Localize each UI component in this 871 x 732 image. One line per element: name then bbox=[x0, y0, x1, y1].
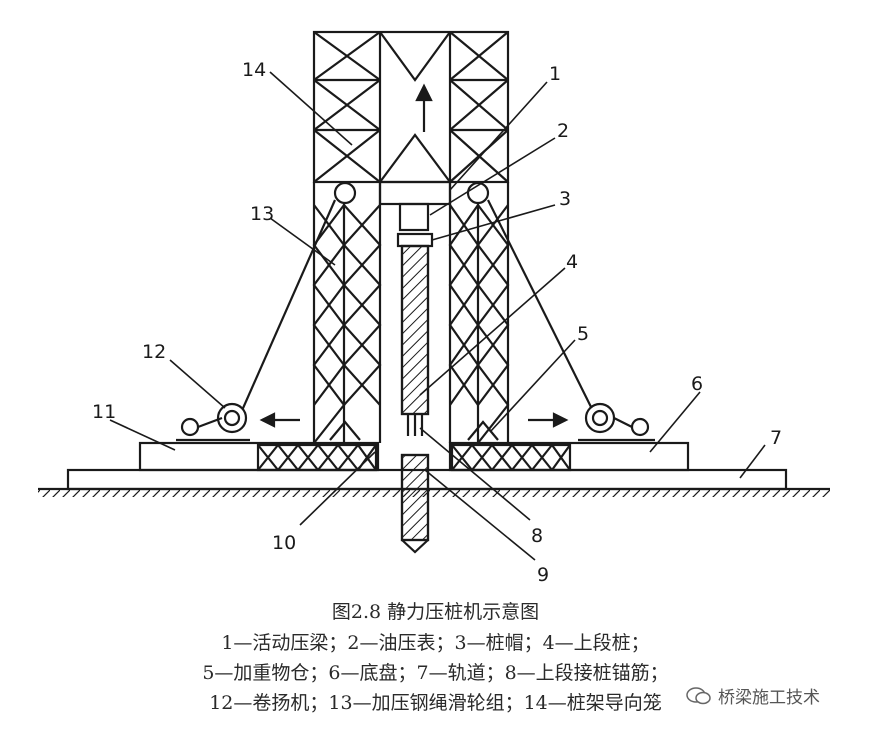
watermark-text: 桥梁施工技术 bbox=[718, 688, 820, 708]
lower-pile bbox=[400, 453, 430, 542]
label-9: 9 bbox=[537, 564, 549, 586]
label-13: 13 bbox=[250, 203, 274, 225]
weight-bin-right bbox=[467, 420, 499, 441]
label-5: 5 bbox=[577, 323, 589, 345]
arrow-left bbox=[259, 412, 300, 428]
caption-line-2: 5—加重物仓；6—底盘；7—轨道；8—上段接桩锚筋； bbox=[202, 662, 669, 684]
label-2: 2 bbox=[557, 120, 569, 142]
upper-pile bbox=[400, 244, 430, 416]
lattice-right bbox=[450, 443, 572, 472]
pulley-group-frame bbox=[312, 182, 510, 444]
anchor-bars bbox=[406, 414, 424, 436]
cable-right bbox=[487, 199, 596, 416]
caption-line-3: 12—卷扬机；13—加压钢绳滑轮组；14—桩架导向笼 bbox=[209, 692, 662, 714]
label-1: 1 bbox=[549, 63, 561, 85]
pile-driver-diagram: 1 2 3 4 5 6 7 8 9 10 11 12 13 14 bbox=[38, 30, 830, 586]
label-12: 12 bbox=[142, 341, 166, 363]
watermark: 桥梁施工技术 bbox=[686, 683, 820, 708]
cable-left bbox=[238, 199, 337, 416]
label-7: 7 bbox=[770, 427, 782, 449]
caption-line-1: 1—活动压梁；2—油压表；3—桩帽；4—上段桩； bbox=[221, 632, 650, 654]
winch-left bbox=[176, 402, 250, 442]
lattice-left bbox=[256, 443, 378, 472]
guide-cage bbox=[312, 30, 510, 184]
label-3: 3 bbox=[559, 188, 571, 210]
arrow-right bbox=[528, 412, 569, 428]
label-8: 8 bbox=[531, 525, 543, 547]
arrow-up bbox=[415, 83, 433, 132]
label-4: 4 bbox=[566, 251, 578, 273]
movable-press-beam bbox=[378, 180, 452, 206]
pulley-left bbox=[333, 181, 357, 205]
leader-lines bbox=[109, 71, 766, 561]
label-10: 10 bbox=[272, 532, 296, 554]
caption-title: 图2.8 静力压桩机示意图 bbox=[331, 601, 540, 623]
label-11: 11 bbox=[92, 401, 116, 423]
wechat-icon bbox=[686, 686, 711, 704]
label-14: 14 bbox=[242, 59, 266, 81]
ground bbox=[38, 487, 830, 497]
label-6: 6 bbox=[691, 373, 703, 395]
pile-cap bbox=[396, 232, 434, 248]
winch-right bbox=[578, 402, 655, 442]
hydraulic-gauge bbox=[398, 202, 430, 232]
